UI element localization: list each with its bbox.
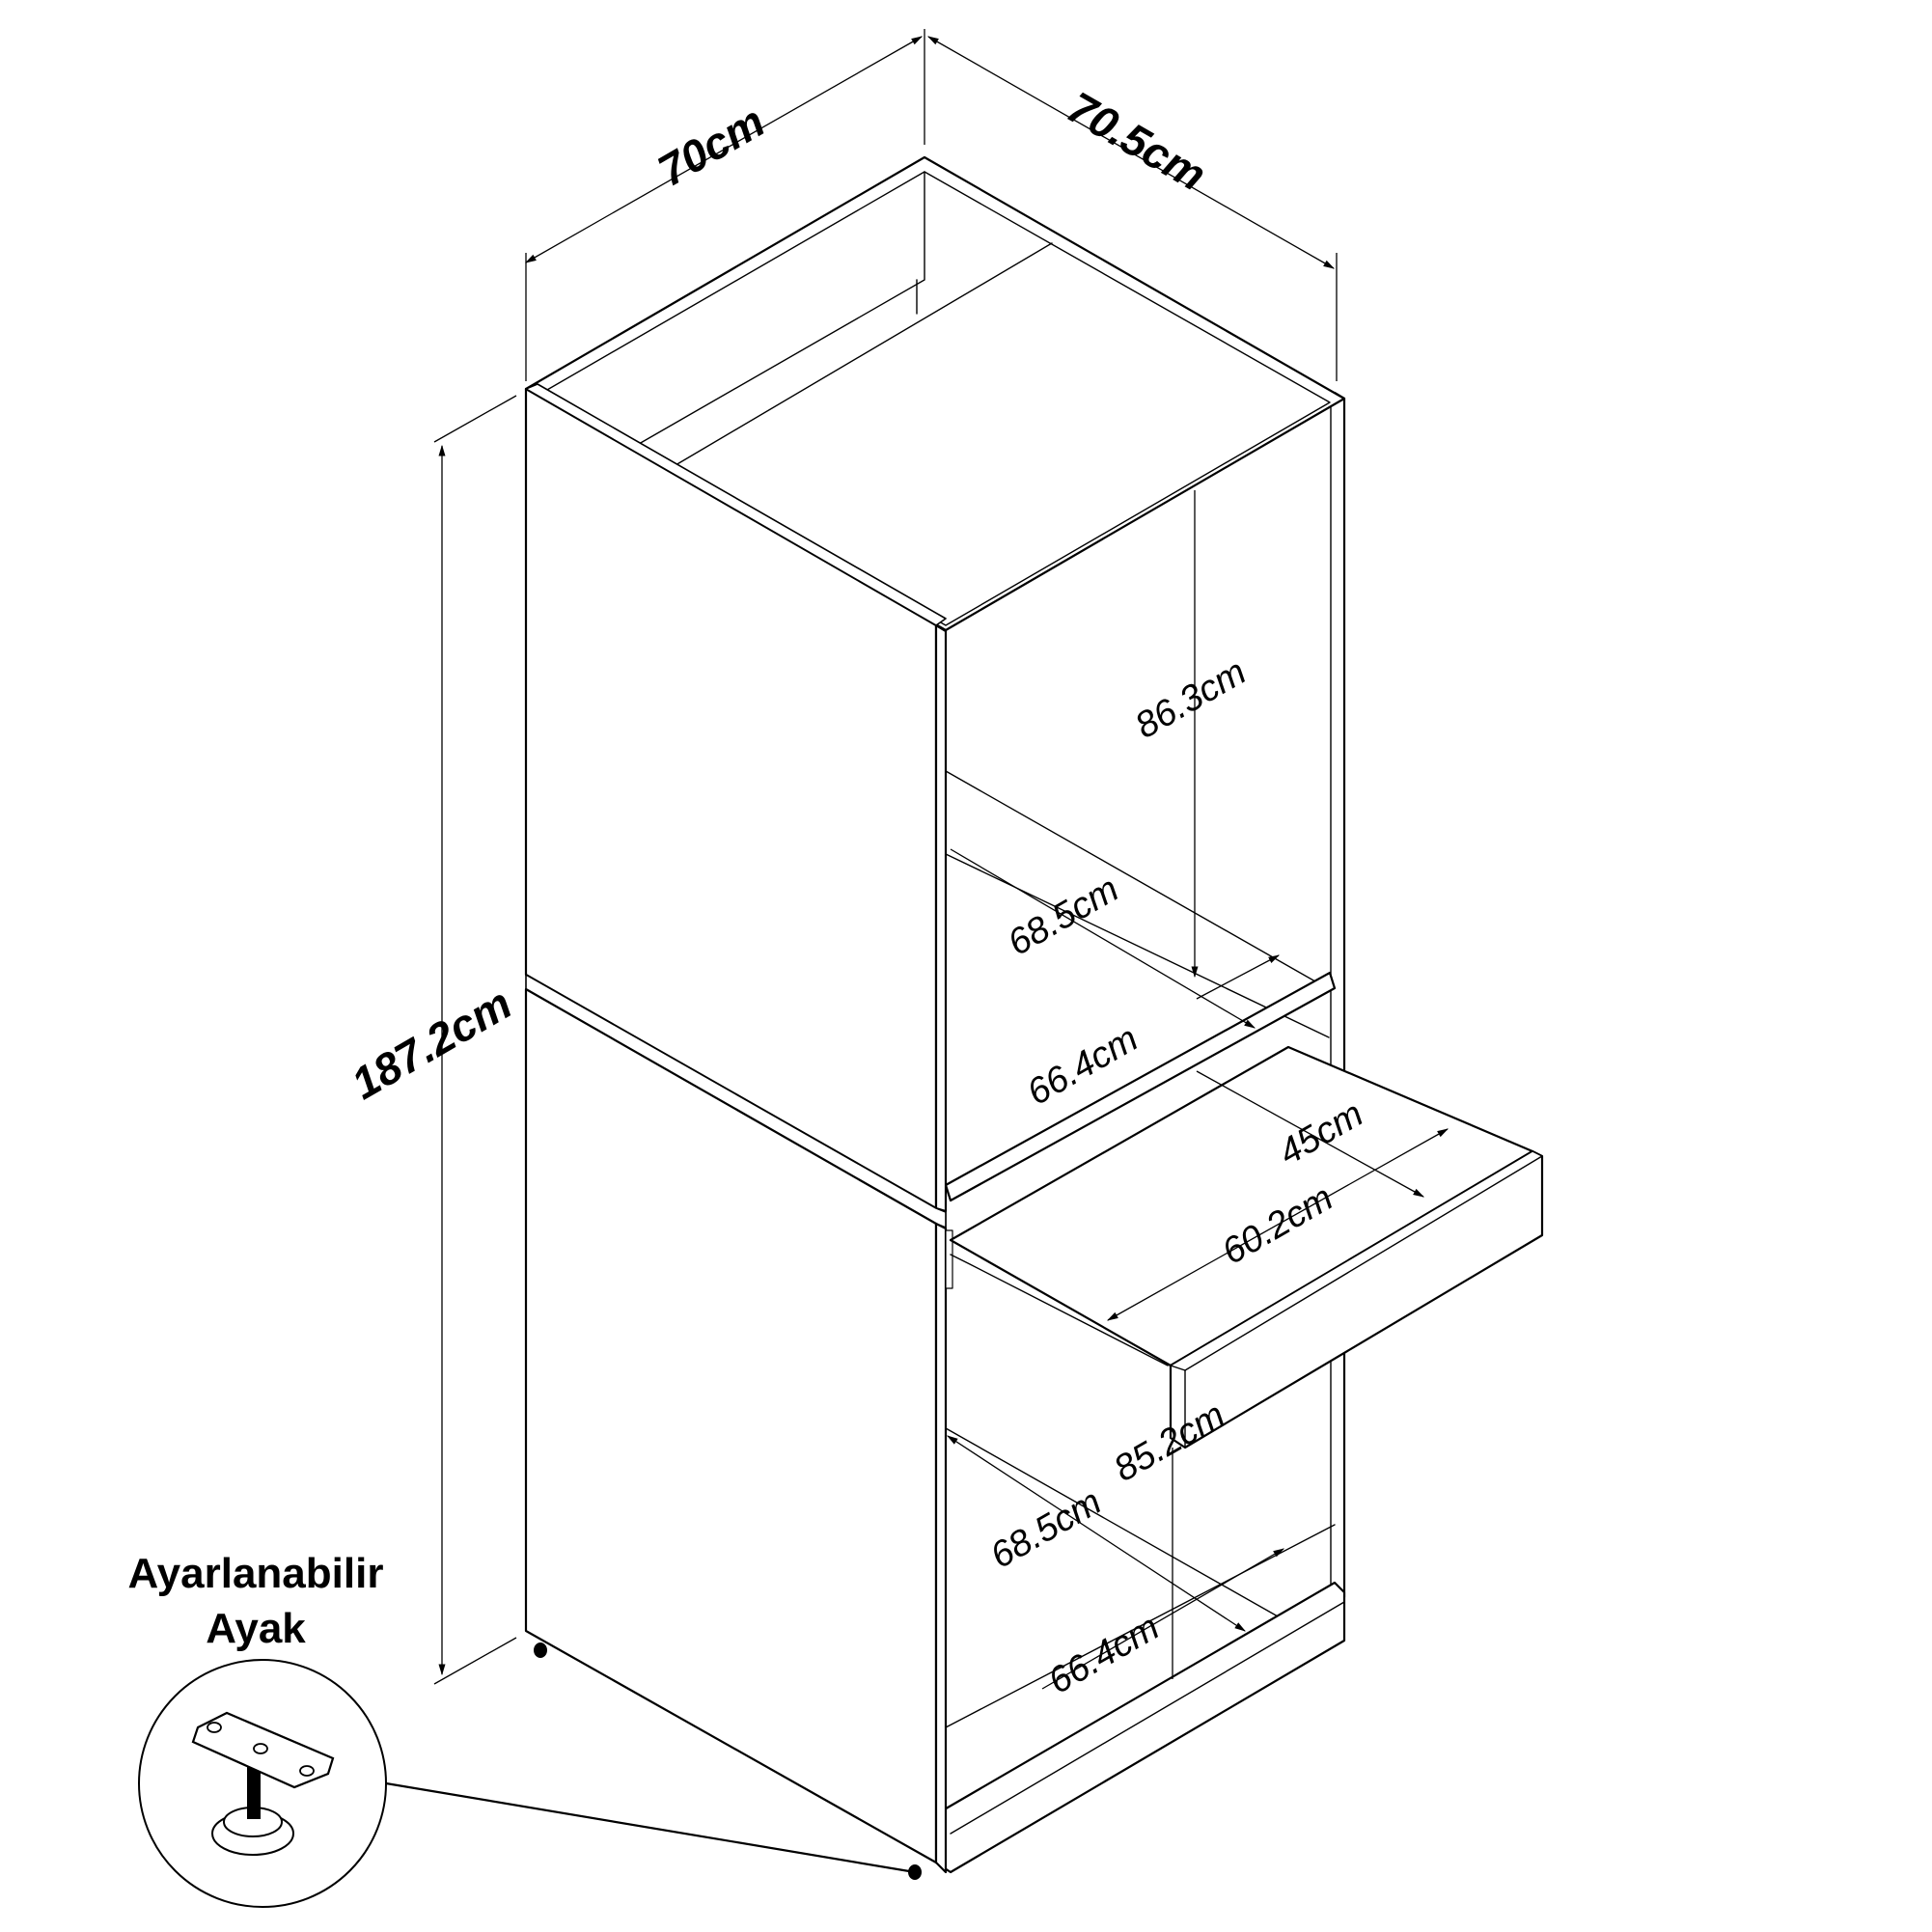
foot-caption-line2: Ayak [206,1605,306,1652]
dimension-lines [385,29,1449,1874]
foot-detail: Ayarlanabilir Ayak [128,1550,387,1908]
overall-depth-label: 70.5cm [1059,82,1214,201]
adjustable-foot-icon [191,1711,335,1856]
middle-shelf [944,971,1337,1202]
foot-caption-line1: Ayarlanabilir [128,1550,384,1597]
overall-height-label: 187.2cm [343,978,519,1109]
foot-detail-circle [138,1659,387,1908]
cabinet-body [524,155,1346,1880]
overall-width-label: 70cm [649,96,773,196]
